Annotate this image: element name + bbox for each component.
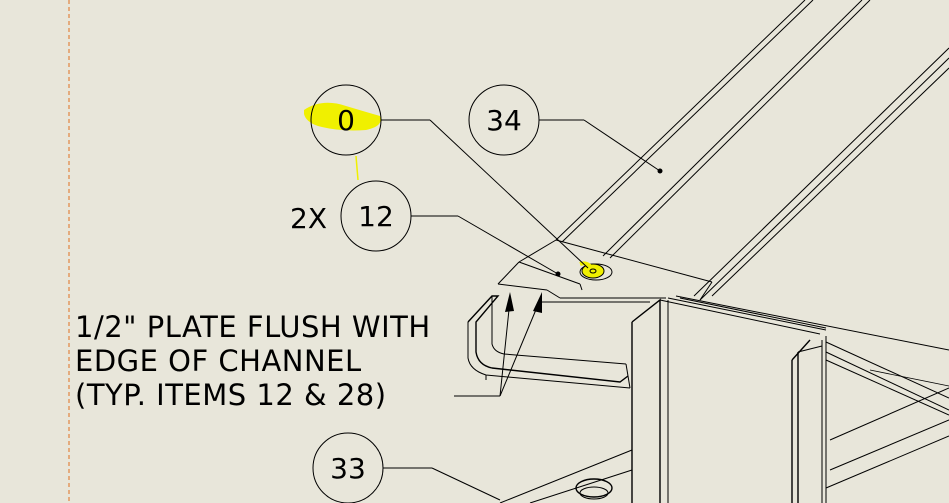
note-line-1: 1/2" PLATE FLUSH WITH: [75, 310, 431, 344]
beam-geometry: [467, 0, 949, 503]
balloon-label: 12: [358, 200, 394, 233]
balloon-34[interactable]: 34: [468, 84, 663, 174]
balloon-0[interactable]: 0: [304, 84, 589, 269]
balloon-label: 0: [337, 104, 355, 137]
qty-prefix: 2X: [290, 202, 327, 235]
plate-note[interactable]: 1/2" PLATE FLUSH WITH EDGE OF CHANNEL (T…: [75, 292, 542, 412]
highlight-mark: [304, 102, 381, 131]
note-line-2: EDGE OF CHANNEL: [75, 344, 362, 378]
balloon-label: 34: [486, 104, 522, 137]
leader-arrow: [505, 292, 514, 312]
note-line-3: (TYP. ITEMS 12 & 28): [75, 378, 387, 412]
balloon-12[interactable]: 2X 12: [290, 180, 561, 277]
leader-arrow: [533, 292, 542, 313]
balloon-33[interactable]: 33: [312, 432, 501, 503]
balloon-label: 33: [330, 452, 366, 485]
